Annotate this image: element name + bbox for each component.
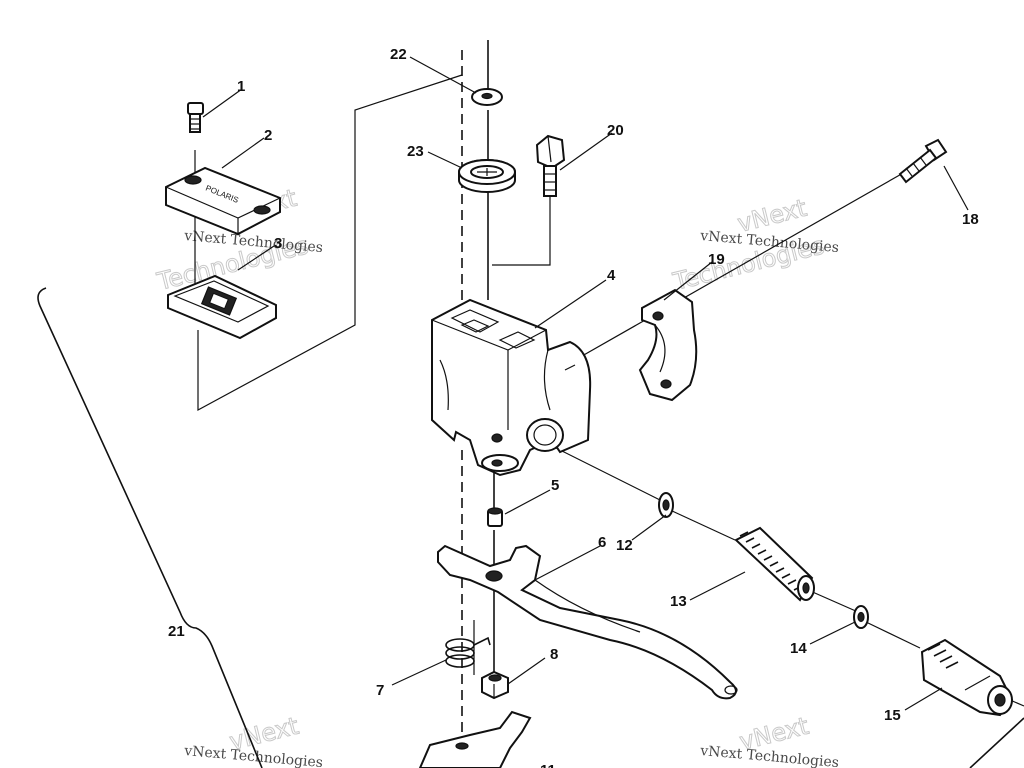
callout-2: 2 [264, 127, 272, 144]
callout-20: 20 [607, 122, 624, 139]
brake-lever [437, 544, 738, 700]
callout-3: 3 [274, 235, 282, 252]
callout-21: 21 [168, 623, 185, 640]
torsion-spring [445, 636, 491, 668]
handlebar-clamp [638, 288, 698, 402]
callout-1: 1 [237, 78, 245, 95]
lock-nut [481, 670, 509, 700]
callout-6: 6 [598, 534, 606, 551]
callout-5: 5 [551, 477, 559, 494]
callout-8: 8 [550, 646, 558, 663]
cover-screw [187, 102, 204, 133]
piston-assembly [920, 638, 1014, 717]
partial-part-edge [969, 717, 1024, 768]
callout-4: 4 [607, 267, 616, 284]
watermark-bottom-left: vNext vNext Technologies [183, 711, 324, 768]
leader-lines [202, 56, 969, 711]
master-cylinder-body [431, 298, 592, 477]
small-washer [471, 88, 503, 106]
washer-12 [658, 492, 674, 518]
callout-11: 11 [540, 762, 556, 768]
reservoir-cover: POLARIS [165, 166, 281, 236]
cap-washer [458, 159, 516, 193]
callout-14: 14 [790, 640, 807, 657]
banjo-bolt [535, 134, 566, 197]
callout-18: 18 [962, 211, 979, 228]
callout-13: 13 [670, 593, 687, 610]
pivot-bushing [487, 507, 503, 527]
callout-23: 23 [407, 143, 424, 160]
watermark-bottom-right: vNext vNext Technologies [699, 711, 840, 768]
watermark-top-right: vNext Technologies vNext Technologies [669, 193, 839, 296]
assembly-lines [194, 40, 1024, 768]
diaphragm [167, 274, 277, 340]
bracket-21 [37, 287, 263, 768]
clamp-bolt [898, 138, 948, 184]
return-spring [734, 526, 815, 602]
callout-15: 15 [884, 707, 901, 724]
washer-14 [853, 605, 869, 629]
callout-7: 7 [376, 682, 384, 699]
switch-bracket [418, 710, 532, 768]
callout-19: 19 [708, 251, 725, 268]
callout-labels: 1 2 3 4 5 6 7 8 11 12 13 14 15 18 19 20 … [168, 46, 979, 768]
callout-22: 22 [390, 46, 407, 63]
callout-12: 12 [616, 537, 633, 554]
